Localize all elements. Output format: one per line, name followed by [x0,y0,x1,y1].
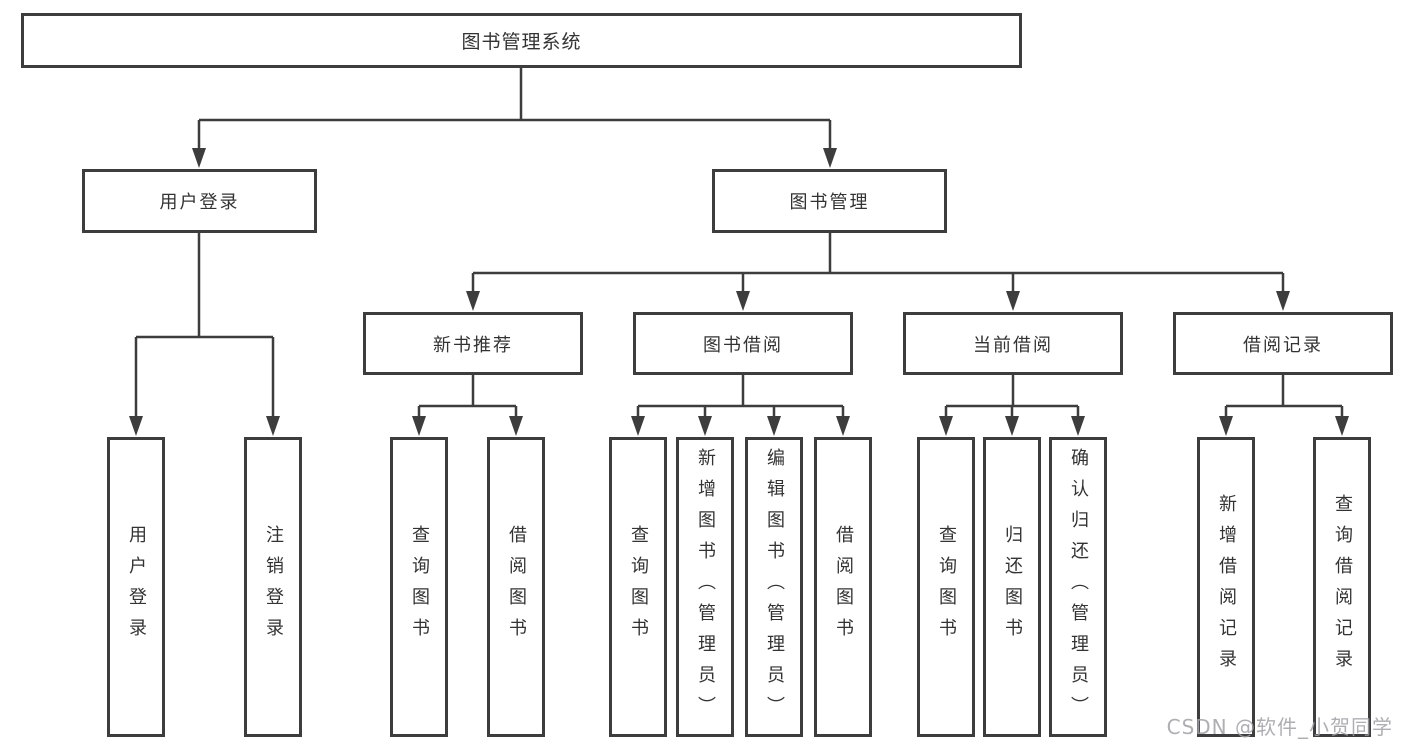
node-book-borrow: 图书借阅 [633,312,853,375]
node-user-login-branch: 用户登录 [82,169,317,233]
leaf-borrow-add-admin-label: 新增图书（管理员） [695,447,716,727]
leaf-borrow-edit-admin: 编辑图书（管理员） [745,437,803,737]
node-new-book-recommend: 新书推荐 [363,312,583,375]
leaf-borrow-book-label: 借阅图书 [833,525,854,649]
node-borrow-records-label: 借阅记录 [1243,334,1323,356]
node-current-borrow: 当前借阅 [903,312,1123,375]
leaf-record-add: 新增借阅记录 [1197,437,1255,737]
leaf-newbook-borrow-label: 借阅图书 [506,525,527,649]
leaf-user-login: 用户登录 [107,437,165,737]
node-book-borrow-label: 图书借阅 [703,334,783,356]
leaf-borrow-edit-admin-label: 编辑图书（管理员） [764,447,785,727]
node-book-management-branch: 图书管理 [712,169,947,233]
leaf-borrow-query: 查询图书 [609,437,667,737]
leaf-record-query-label: 查询借阅记录 [1332,494,1353,680]
connector-records-to-leaves [1219,375,1349,436]
node-library-system-label: 图书管理系统 [461,31,582,53]
leaf-borrow-query-label: 查询图书 [628,525,649,649]
leaf-logout: 注销登录 [244,437,302,737]
node-borrow-records: 借阅记录 [1173,312,1393,375]
node-book-management-branch-label: 图书管理 [789,192,870,213]
leaf-record-add-label: 新增借阅记录 [1216,494,1237,680]
leaf-current-query: 查询图书 [917,437,975,737]
connector-bookmgmt-to-level3 [466,233,1290,311]
leaf-borrow-add-admin: 新增图书（管理员） [676,437,734,737]
connector-root-to-level2 [192,68,837,168]
leaf-logout-label: 注销登录 [263,525,284,649]
leaf-user-login-label: 用户登录 [126,525,147,649]
connector-newbook-to-leaves [412,375,523,436]
node-user-login-branch-label: 用户登录 [159,192,240,213]
node-current-borrow-label: 当前借阅 [973,334,1053,356]
connector-borrow-to-leaves [631,375,850,436]
leaf-newbook-query-label: 查询图书 [409,525,430,649]
node-library-system: 图书管理系统 [21,13,1022,68]
node-new-book-recommend-label: 新书推荐 [433,334,513,356]
connector-current-to-leaves [939,375,1085,436]
leaf-borrow-book: 借阅图书 [814,437,872,737]
leaf-newbook-borrow: 借阅图书 [487,437,545,737]
leaf-current-confirm-admin: 确认归还（管理员） [1049,437,1107,737]
leaf-current-return: 归还图书 [983,437,1041,737]
leaf-current-query-label: 查询图书 [936,525,957,649]
leaf-current-confirm-admin-label: 确认归还（管理员） [1068,447,1089,727]
leaf-record-query: 查询借阅记录 [1313,437,1371,737]
connector-userlogin-to-leaves [129,233,280,436]
leaf-newbook-query: 查询图书 [390,437,448,737]
csdn-watermark: CSDN @软件_小贺同学 [1166,715,1393,739]
leaf-current-return-label: 归还图书 [1002,525,1023,649]
